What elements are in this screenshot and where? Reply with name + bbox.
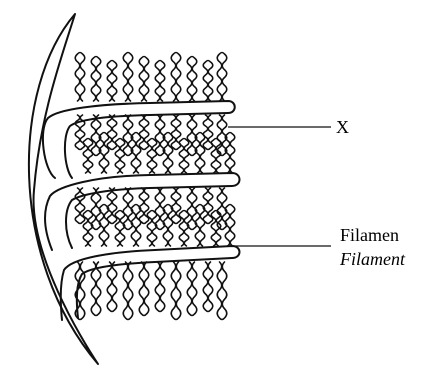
lamella-37 xyxy=(171,188,181,224)
lamella-33 xyxy=(107,188,117,224)
lamella-55 xyxy=(139,262,149,316)
x-label: X xyxy=(336,117,349,137)
lamella-31 xyxy=(75,188,85,224)
gill-arch xyxy=(29,14,98,364)
lamella-41 xyxy=(83,211,93,247)
lamella-9 xyxy=(203,61,213,102)
lamella-59 xyxy=(203,262,213,312)
lamella-2 xyxy=(91,57,101,102)
lamella-43 xyxy=(115,211,125,247)
lamella-39 xyxy=(203,188,213,224)
lamella-53 xyxy=(107,262,117,312)
lamella-5 xyxy=(139,57,149,102)
lamella-7 xyxy=(171,53,181,102)
lamella-1 xyxy=(75,53,85,102)
lamella-49 xyxy=(211,211,221,247)
lamella-60 xyxy=(217,262,227,320)
lamella-8 xyxy=(187,57,197,102)
lamella-47 xyxy=(179,211,189,247)
lamella-56 xyxy=(155,262,165,312)
lamella-6 xyxy=(155,61,165,102)
filament-label-malay: Filamen xyxy=(340,225,399,245)
gill-filament-3 xyxy=(61,246,240,320)
filament-label-english: Filament xyxy=(339,249,406,269)
lamella-4 xyxy=(123,53,133,102)
lamella-45 xyxy=(147,211,157,247)
lamella-35 xyxy=(139,188,149,224)
lamella-10 xyxy=(217,53,227,102)
lamella-58 xyxy=(187,262,197,316)
lamella-3 xyxy=(107,61,117,102)
lamella-57 xyxy=(171,262,181,320)
lamella-54 xyxy=(123,262,133,320)
